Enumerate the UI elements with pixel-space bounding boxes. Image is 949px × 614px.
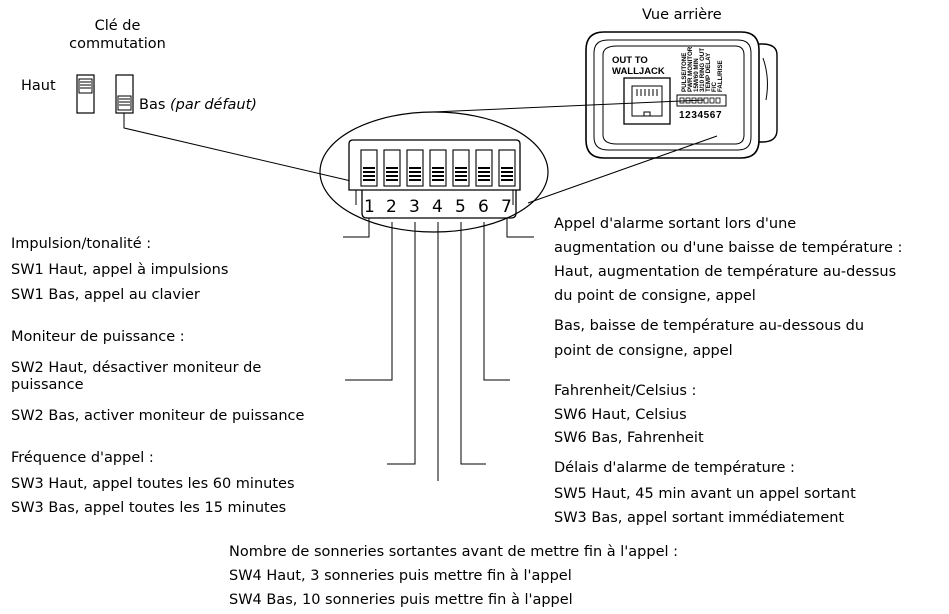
sw6-down: SW6 Bas, Fahrenheit [554,430,704,446]
rear-dip-legend-7: FALL/RISE [717,60,724,92]
rear-dip-numbers: 1234567 [679,110,722,121]
sw6-up: SW6 Haut, Celsius [554,407,687,423]
rear-dip-legend-2: PWR MONITOR [687,46,694,92]
sw5-down: SW3 Bas, appel sortant immédiatement [554,510,845,526]
switch-key-down-illustration [115,74,352,182]
rear-dip-legends: PULSE/TONE PWR MONITOR 15M/60 MIN 3/10 R… [612,46,724,121]
rear-dip-legend-5: TEMP DELAY [705,52,712,92]
switch-key-down-note: (par défaut) [170,97,257,113]
sw2-down: SW2 Bas, activer moniteur de puissance [11,408,305,424]
rear-view-connector-lines [432,99,718,204]
jack-label-line1: OUT TO [612,55,648,66]
sw5-title: Délais d'alarme de température : [554,460,795,476]
sw4-title: Nombre de sonneries sortantes avant de m… [229,544,679,560]
dip-number-5: 5 [455,197,466,217]
rear-view-device [585,31,778,159]
dip-number-7: 7 [501,197,512,217]
sw3-down: SW3 Bas, appel toutes les 15 minutes [11,500,287,516]
sw7-line6: point de consigne, appel [554,343,733,359]
rear-dip-legend-1: PULSE/TONE [681,53,688,92]
sw2-title: Moniteur de puissance : [11,329,185,345]
switch-key-title-line2: commutation [69,36,166,52]
switch-key-down-label: Bas [139,97,166,113]
dip-number-6: 6 [478,197,489,217]
rear-view-title: Vue arrière [642,7,722,23]
switch-key-up-label: Haut [21,78,56,94]
sw7-line5: Bas, baisse de température au-dessous du [554,318,865,334]
sw1-title: Impulsion/tonalité : [11,236,152,252]
sw7-line4: du point de consigne, appel [554,288,756,304]
leader-lines [343,218,534,481]
switch-key-title-line1: Clé de [94,18,141,34]
dip-number-4: 4 [432,197,443,217]
rear-dip-legend-4: 3/10 RING OUT [699,48,706,92]
dip-number-2: 2 [386,197,397,217]
sw6-title: Fahrenheit/Celsius : [554,383,697,399]
sw3-title: Fréquence d'appel : [11,450,154,466]
sw7-line3: Haut, augmentation de température au-des… [554,264,897,280]
rear-dip-legend-3: 15M/60 MIN [693,58,700,92]
sw2-up: SW2 Haut, désactiver moniteur de puissan… [11,360,262,393]
switch-key-down-row: Bas (par défaut) [139,97,257,114]
sw5-up: SW5 Haut, 45 min avant un appel sortant [554,486,856,502]
sw1-up: SW1 Haut, appel à impulsions [11,262,229,278]
rear-dip-legend-6: F/C [711,82,718,92]
sw3-up: SW3 Haut, appel toutes les 60 minutes [11,476,295,492]
sw1-down: SW1 Bas, appel au clavier [11,287,200,303]
dip-switch-slots [360,149,516,187]
sw7-line1: Appel d'alarme sortant lors d'une [554,216,797,232]
dip-number-1: 1 [364,197,375,217]
sw4-down: SW4 Bas, 10 sonneries puis mettre fin à … [229,592,573,608]
sw7-line2: augmentation ou d'une baisse de températ… [554,240,903,256]
jack-label-line2: WALLJACK [612,66,665,77]
switch-key-up-illustration [76,74,95,114]
dip-number-3: 3 [409,197,420,217]
sw4-up: SW4 Haut, 3 sonneries puis mettre fin à … [229,568,572,584]
